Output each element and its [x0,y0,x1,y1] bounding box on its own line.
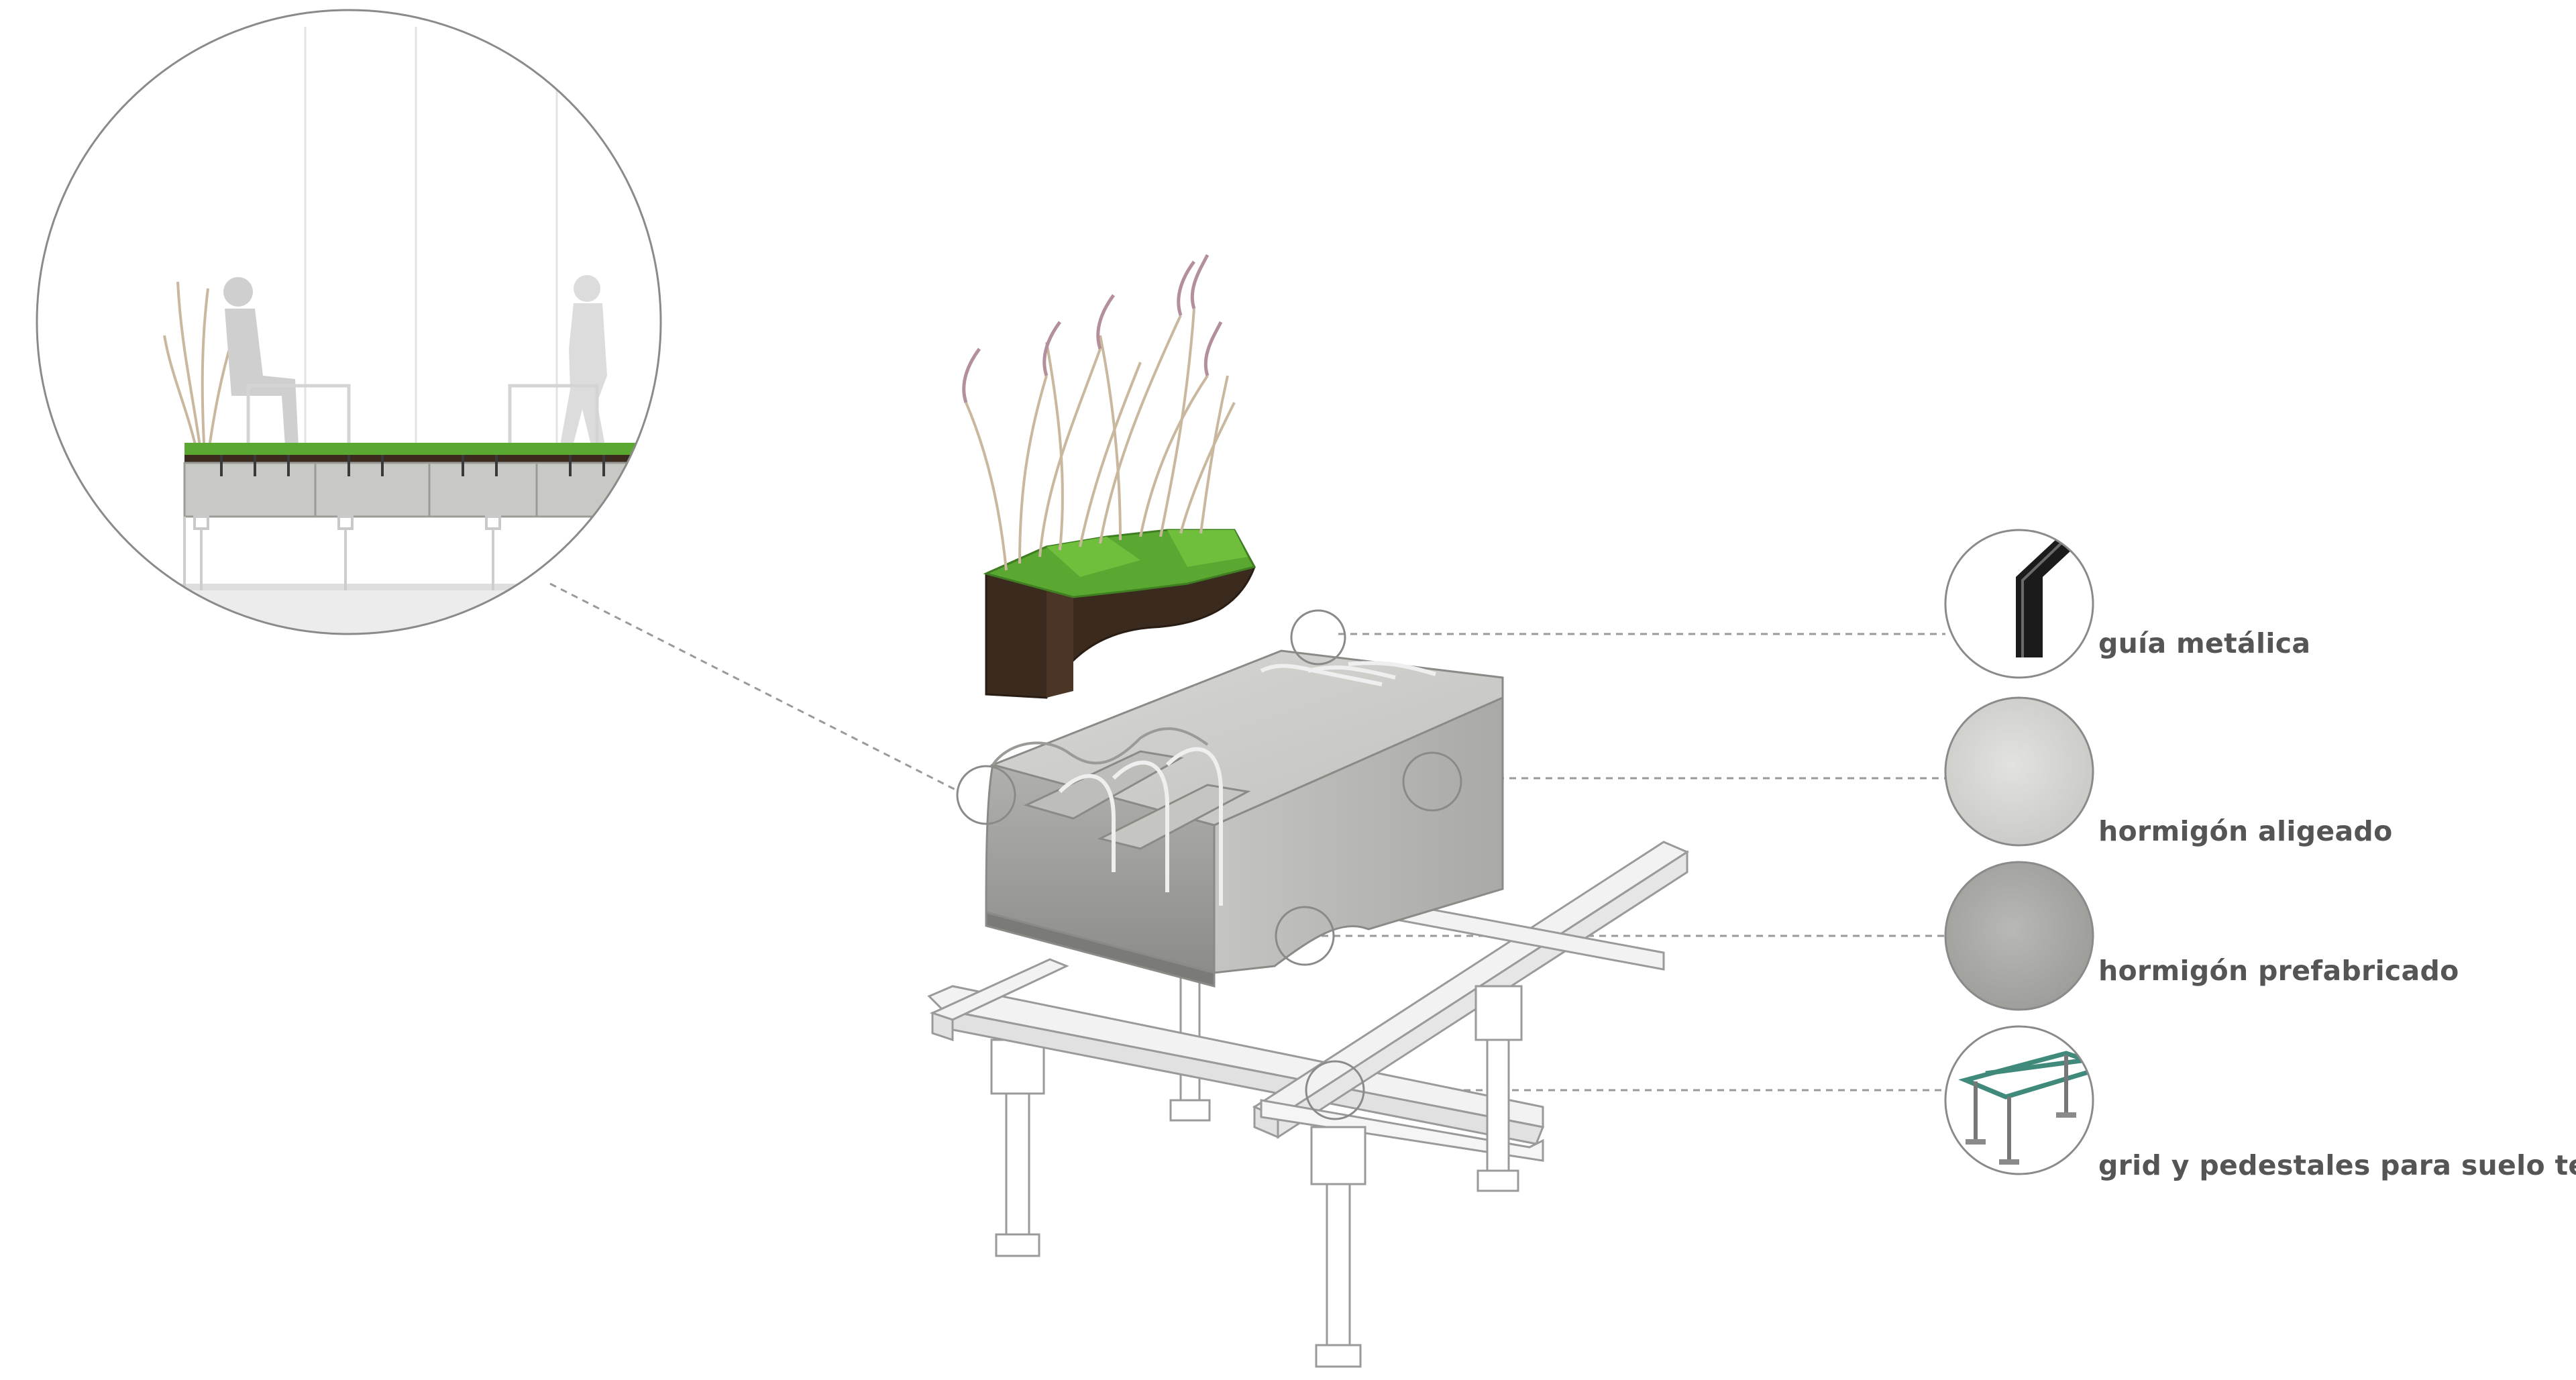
precast-concrete-block [985,649,1504,988]
metal-guide-swatch-icon [1944,529,2094,679]
ornamental-grass-icon [163,281,233,457]
legend-swatches [1944,529,2094,1175]
pedestal-grid-structure [927,841,1690,1368]
lightweight-concrete-swatch-icon [1944,696,2094,847]
legend-label-raised-floor-grid: grid y pedestales para suelo técnico [2098,1149,2576,1181]
precast-concrete-swatch-icon [1944,861,2094,1011]
reed-plants-icon [965,308,1236,571]
green-roof-planter [962,254,1256,699]
callout-circles [956,609,1462,1120]
pedestal-grid-swatch-icon [1944,1025,2094,1175]
seated-person-icon [223,277,299,446]
legend-label-metal-guide: guía metálica [2098,627,2311,659]
walking-person-icon [558,275,607,456]
legend-label-lightweight-concrete: hormigón aligeado [2098,815,2393,847]
legend-label-precast-concrete: hormigón prefabricado [2098,955,2459,987]
detail-section-view [36,9,662,635]
